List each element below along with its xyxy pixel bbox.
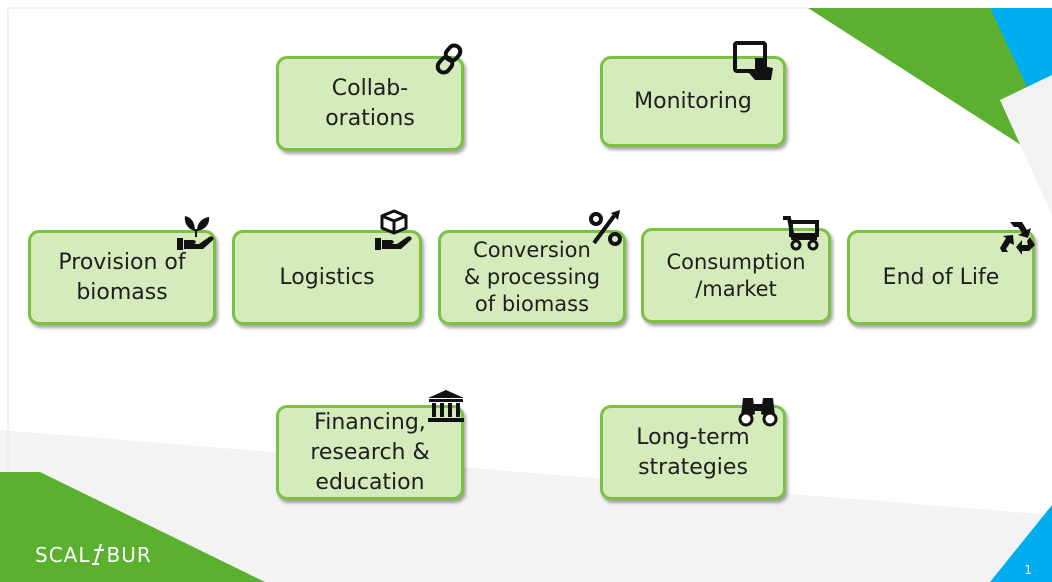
logistics-label: Logistics: [279, 264, 375, 290]
bottom-green-shape: [0, 472, 265, 582]
top-grey-shape: [1000, 75, 1052, 215]
provision-box: Provision of biomass: [28, 230, 216, 325]
binoculars-icon: [738, 398, 778, 427]
percent-arrow-icon: [589, 210, 622, 246]
long-term-label: Long-term strategies: [636, 424, 750, 480]
provision-label: Provision of biomass: [58, 249, 186, 305]
hand-box-icon: [375, 209, 412, 250]
logo-text-right: BUR: [106, 543, 152, 567]
link-icon: [435, 43, 463, 75]
collaborations-box: Collab- orations: [276, 56, 464, 151]
end-of-life-box: End of Life: [847, 230, 1035, 325]
monitoring-label: Monitoring: [634, 88, 752, 114]
bottom-grey-shape: [0, 430, 1052, 582]
conversion-box: Conversion & processing of biomass: [438, 230, 626, 325]
end-of-life-label: End of Life: [882, 264, 1000, 290]
long-term-box: Long-term strategies: [600, 405, 786, 500]
bottom-cyan-shape: [990, 505, 1052, 582]
tablet-touch-icon: [733, 41, 773, 80]
collaborations-label: Collab- orations: [325, 75, 415, 131]
top-green-shape: [808, 8, 1052, 165]
scalibur-logo: SCAL BUR: [35, 543, 152, 567]
bank-icon: [428, 390, 464, 422]
cart-icon: [783, 216, 819, 251]
recycle-icon: [1000, 222, 1035, 255]
hand-plant-icon: [177, 216, 214, 250]
logo-text-left: SCAL: [35, 543, 91, 567]
logo-glyph-icon: [92, 543, 105, 565]
financing-label: Financing, research & education: [310, 409, 430, 495]
consumption-box: Consumption /market: [641, 228, 831, 323]
monitoring-box: Monitoring: [600, 56, 786, 147]
consumption-label: Consumption /market: [666, 249, 806, 301]
slide-number: 1: [1024, 563, 1032, 577]
conversion-label: Conversion & processing of biomass: [463, 238, 601, 316]
